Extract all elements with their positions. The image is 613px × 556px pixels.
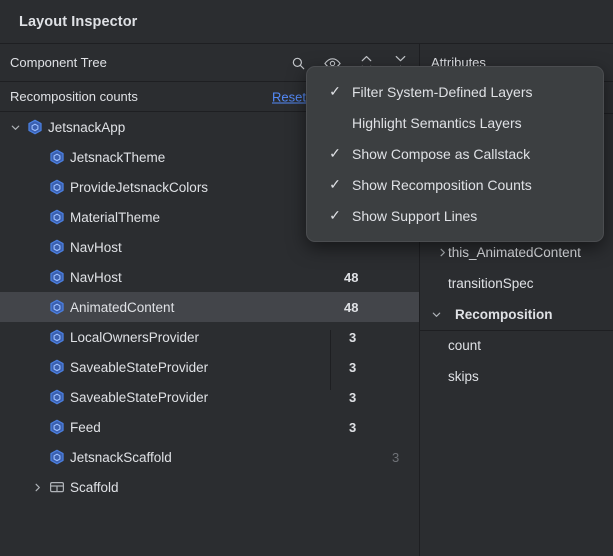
menu-item[interactable]: Highlight Semantics Layers [307,107,603,138]
tree-row-label: JetsnackScaffold [70,449,172,465]
check-icon: ✓ [329,207,341,223]
recomposition-counts-label: Recomposition counts [10,89,138,104]
menu-item-label: Filter System-Defined Layers [352,83,533,100]
chevron-down-icon[interactable] [8,112,22,142]
tree-row[interactable]: SaveableStateProvider 3 [0,352,419,382]
tree-row[interactable]: AnimatedContent 48 [0,292,419,322]
menu-item[interactable]: ✓ Filter System-Defined Layers [307,76,603,107]
chevron-right-icon[interactable] [434,237,450,268]
tree-row-label: SaveableStateProvider [70,359,209,375]
recomposition-count: 3 [349,359,357,375]
compose-node-icon [49,419,65,435]
attribute-row[interactable]: count [420,330,613,361]
tree-row-label: LocalOwnersProvider [70,329,200,345]
attribute-name: this_AnimatedContent [448,245,581,260]
menu-item-label: Show Recomposition Counts [352,176,532,193]
recomposition-counts-bar: Recomposition counts Reset [0,82,419,112]
recomposition-count: 3 [349,329,357,345]
tree-row[interactable]: JetsnackApp [0,112,419,142]
tree-row[interactable]: Scaffold [0,472,419,502]
check-icon: ✓ [329,83,341,99]
view-node-icon [49,479,65,495]
menu-item-label: Highlight Semantics Layers [352,114,522,131]
compose-node-icon [27,119,43,135]
tree-row-label: SaveableStateProvider [70,389,209,405]
attribute-row[interactable]: transitionSpec [420,268,613,299]
attributes-section-header[interactable]: Recomposition [420,299,613,330]
search-icon[interactable] [287,52,309,74]
compose-node-icon [49,299,65,315]
tree-row-label: Feed [70,419,101,435]
tree-row[interactable]: LocalOwnersProvider 3 [0,322,419,352]
menu-item-label: Show Support Lines [352,207,478,224]
check-icon: ✓ [329,145,341,161]
section-separator [420,330,613,331]
tree-row-label: NavHost [70,239,122,255]
recomposition-count: 3 [349,419,357,435]
tree-row[interactable]: MaterialTheme [0,202,419,232]
window-titlebar: Layout Inspector [0,0,613,44]
tree-row-label: NavHost [70,269,122,285]
component-tree-title: Component Tree [10,55,107,70]
check-icon: ✓ [329,176,341,192]
compose-node-icon [49,179,65,195]
tree-row[interactable]: NavHost [0,232,419,262]
tree-row-label: MaterialTheme [70,209,161,225]
section-label: Recomposition [455,307,553,322]
attribute-name: count [448,338,482,353]
recomposition-count: 3 [392,449,400,465]
attribute-name: transitionSpec [448,276,534,291]
menu-item-label: Show Compose as Callstack [352,145,531,162]
compose-node-icon [49,389,65,405]
tree-row[interactable]: ProvideJetsnackColors [0,172,419,202]
tree-row[interactable]: JetsnackScaffold 3 [0,442,419,472]
tree-row[interactable]: Feed 3 [0,412,419,442]
menu-item[interactable]: ✓ Show Recomposition Counts [307,169,603,200]
attribute-row[interactable]: this_AnimatedContent [420,237,613,268]
menu-item[interactable]: ✓ Show Support Lines [307,200,603,231]
chevron-right-icon[interactable] [30,472,44,502]
attribute-row[interactable]: skips [420,361,613,392]
compose-node-icon [49,359,65,375]
tree-row[interactable]: JetsnackTheme [0,142,419,172]
pane-divider[interactable] [419,44,420,556]
tree-row-label: JetsnackApp [48,119,126,135]
recomposition-count: 3 [349,389,357,405]
compose-node-icon [49,239,65,255]
reset-counts-link[interactable]: Reset [272,89,306,104]
tree-row[interactable]: NavHost 48 [0,262,419,292]
tree-row-label: Scaffold [70,479,119,495]
page-title: Layout Inspector [19,13,138,30]
compose-node-icon [49,329,65,345]
recomposition-count: 48 [344,299,359,315]
compose-node-icon [49,449,65,465]
tree-row-label: AnimatedContent [70,299,175,315]
compose-node-icon [49,209,65,225]
compose-node-icon [49,269,65,285]
tree-row[interactable]: SaveableStateProvider 3 [0,382,419,412]
tree-row-label: ProvideJetsnackColors [70,179,209,195]
menu-item[interactable]: ✓ Show Compose as Callstack [307,138,603,169]
recomposition-count: 48 [344,269,359,285]
tree-row-label: JetsnackTheme [70,149,166,165]
attribute-name: skips [448,369,479,384]
chevron-down-icon[interactable] [428,299,444,330]
counts-column-divider [330,330,331,390]
compose-node-icon [49,149,65,165]
